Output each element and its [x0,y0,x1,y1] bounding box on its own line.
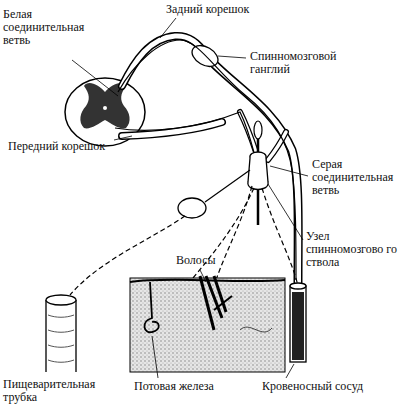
skin-block [130,276,285,372]
part-label: Волосы [176,254,236,267]
trunk-ganglion [248,152,268,190]
part-label: Потовая железа [134,380,244,393]
prevertebral-ganglion [178,198,206,218]
blood-vessel [290,283,306,362]
digestive-tube [46,295,76,372]
part-label: Кровеносный сосуд [262,380,382,393]
part-label: Передний корешок [8,140,118,153]
part-label: Пищеварительная трубка [3,378,103,404]
part-label: Белая соединительная ветвь [3,8,91,47]
part-label: Серая соединительная ветвь [312,158,404,197]
part-label: Задний корешок [166,3,286,16]
part-label: Спинномозговой ганглий [250,50,350,76]
part-label: Узел спинномозгово го ствола [306,230,398,269]
